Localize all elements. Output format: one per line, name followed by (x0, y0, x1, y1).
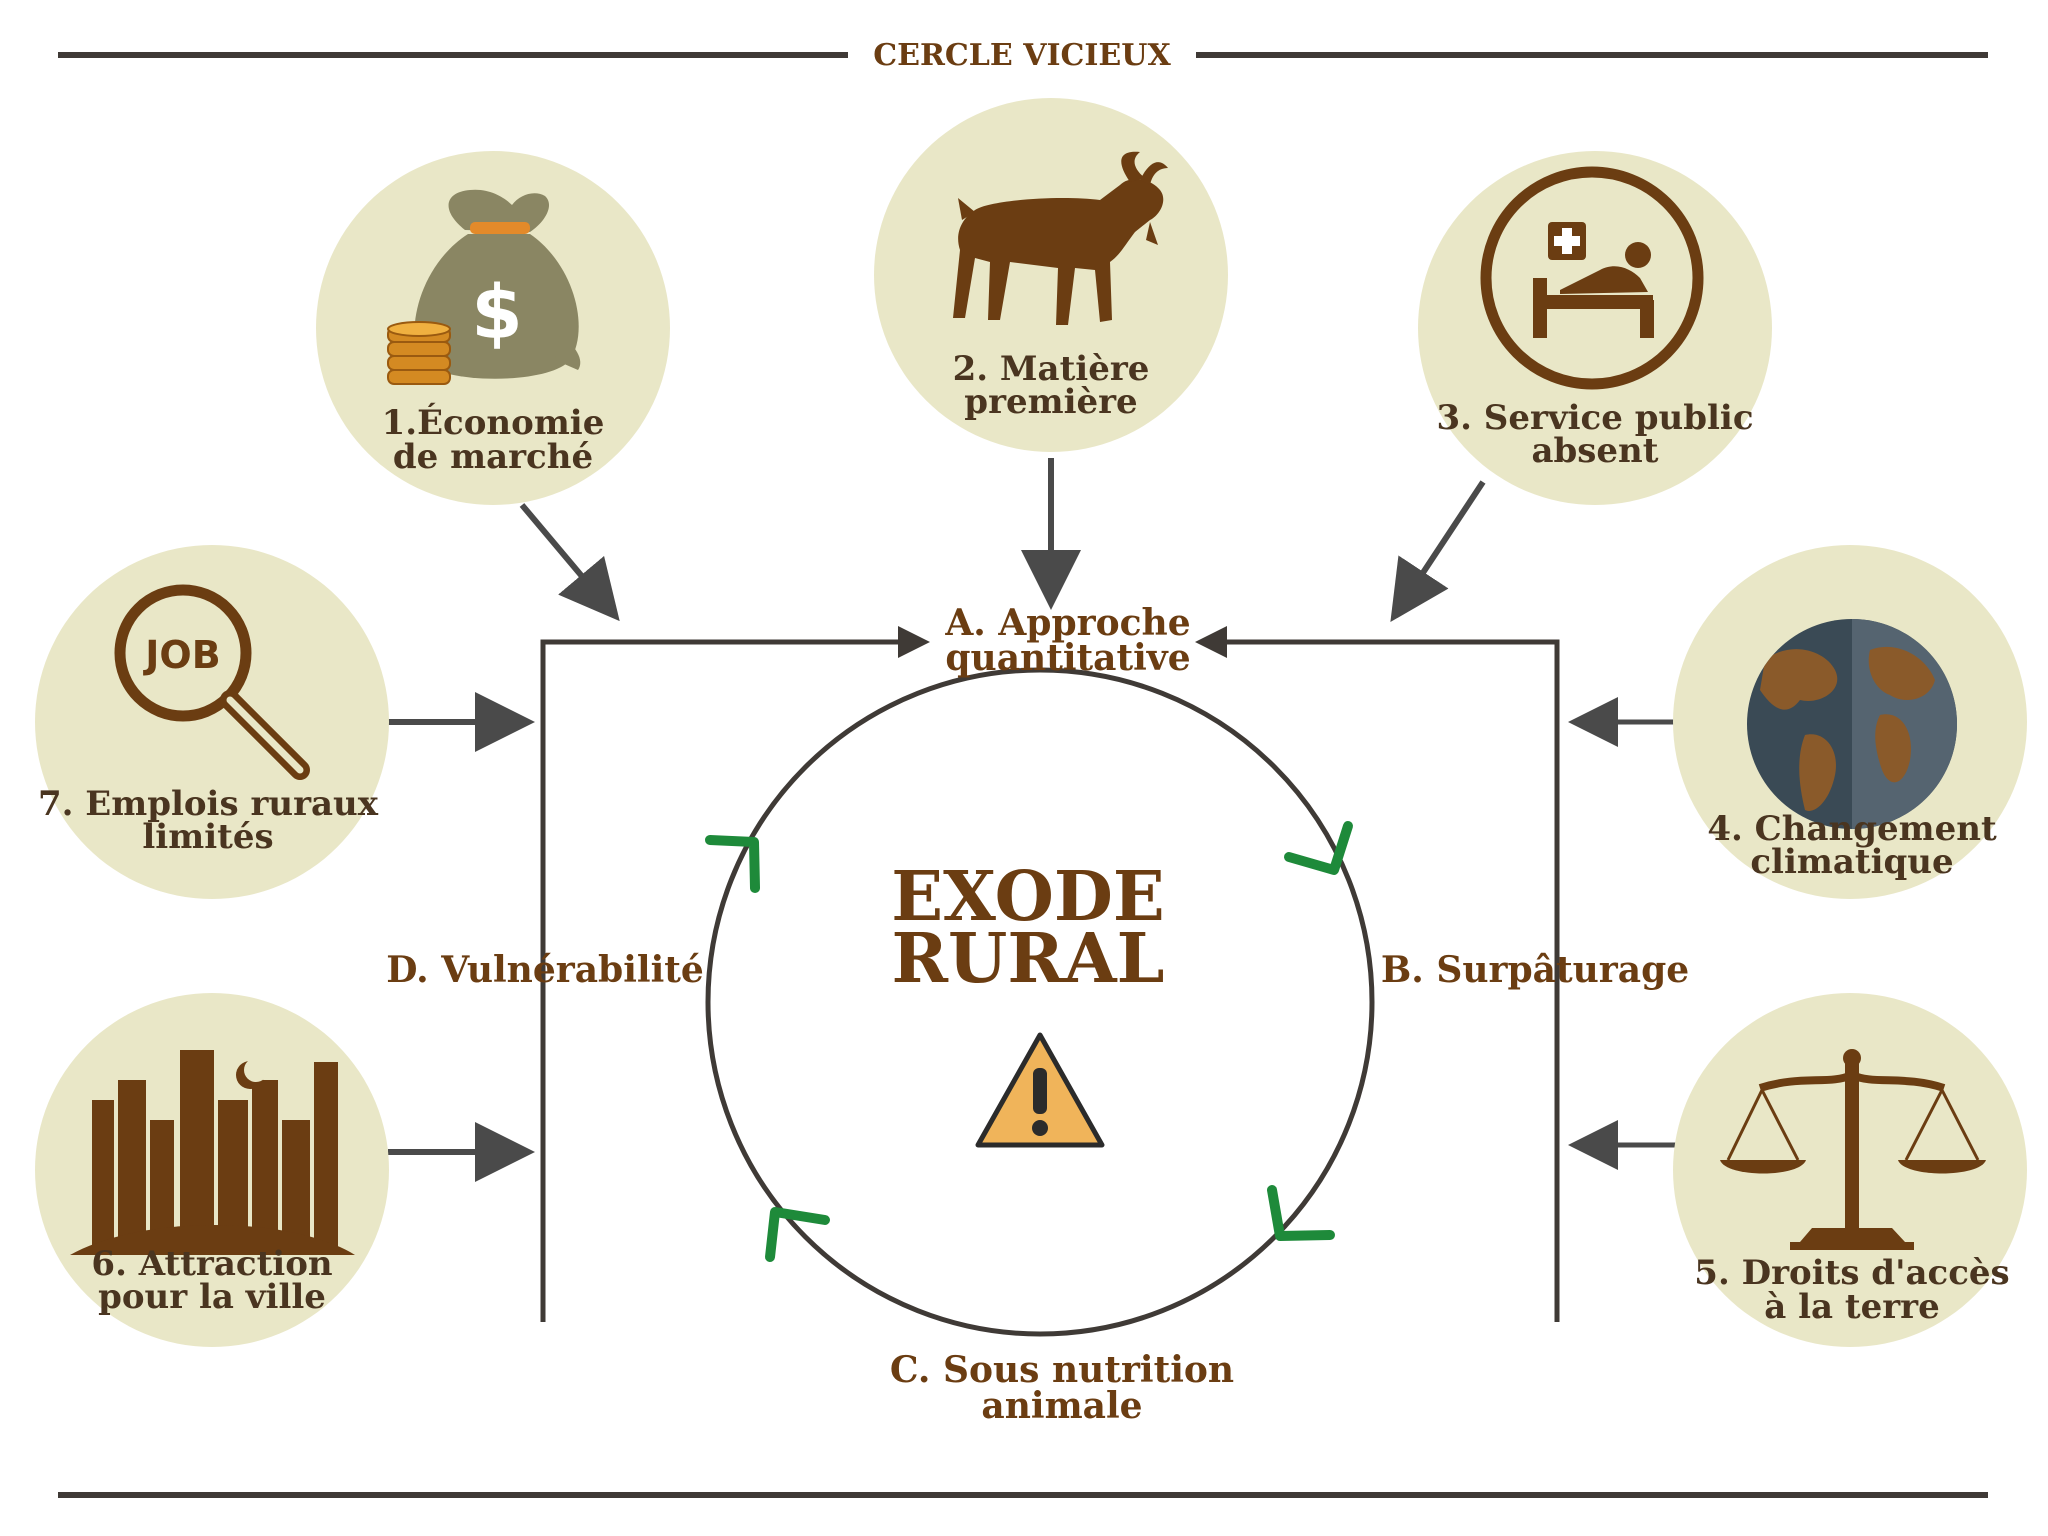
right-bracket-line (1220, 639, 1560, 1322)
central-cycle-circle (705, 667, 1375, 1337)
factor-3-label-line2: absent (1531, 431, 1658, 471)
cycle-label-d: D. Vulnérabilité (386, 949, 704, 991)
left-bracket-line (540, 639, 905, 1322)
header-title: CERCLE VICIEUX (873, 38, 1171, 73)
coin-stack (387, 321, 451, 385)
factor-5-label-line2: à la terre (1764, 1287, 1939, 1327)
factor-2-node: 2. Matière première (874, 98, 1228, 452)
factor-5-node: 5. Droits d'accès à la terre (1673, 993, 2027, 1347)
factor-3-label-line1: 3. Service public (1436, 398, 1753, 438)
factor-7-label-line1: 7. Emplois ruraux (38, 784, 379, 824)
factor-1-node: $ 1.Économie de marché (316, 151, 670, 505)
cycle-label-b: B. Surpâturage (1381, 949, 1689, 991)
goat-icon (953, 151, 1168, 325)
scales-icon (1720, 1049, 1986, 1250)
factor-7-node: JOB 7. Emplois ruraux limités (35, 545, 389, 899)
warning-icon (975, 1032, 1105, 1148)
factor-3-node: 3. Service public absent (1418, 151, 1772, 505)
cycle-arrow-top-left (705, 835, 760, 893)
center-title-line1: EXODE (891, 857, 1164, 937)
cycle-arrow-bottom-left (765, 1207, 830, 1262)
job-search-icon: JOB (114, 584, 310, 780)
factor-1-label-line1: 1.Économie (382, 402, 605, 443)
cycle-arrow-top-right (1284, 821, 1353, 875)
factor-6-label-line2: pour la ville (98, 1277, 326, 1317)
money-bag-icon: $ (387, 189, 581, 385)
cycle-label-a-line2: quantitative (945, 637, 1190, 679)
job-badge: JOB (142, 633, 220, 677)
arrowhead-left-to-a (898, 626, 930, 658)
svg-text:$: $ (471, 270, 523, 356)
factor-2-label-line1: 2. Matière (953, 349, 1150, 389)
factor-2-label-line2: première (964, 382, 1137, 422)
factor-4-label-line2: climatique (1750, 842, 1953, 882)
arrow-factor-3 (1390, 480, 1486, 623)
arrowhead-right-to-a (1195, 626, 1227, 658)
factor-1-label-line2: de marché (393, 437, 593, 477)
factor-6-label-line1: 6. Attraction (91, 1244, 332, 1284)
cycle-arrow-bottom-right (1267, 1185, 1335, 1241)
arrow-factor-1 (519, 503, 620, 622)
factor-4-label-line1: 4. Changement (1707, 809, 1997, 849)
city-skyline-icon (70, 1050, 355, 1255)
factor-4-node: 4. Changement climatique (1673, 545, 2027, 899)
cycle-label-c-line2: animale (981, 1385, 1142, 1427)
factor-5-label-line1: 5. Droits d'accès (1694, 1253, 2009, 1293)
hospital-bed-icon (1480, 166, 1704, 390)
cycle-label-a-line1: A. Approche (944, 602, 1190, 644)
factor-6-node: 6. Attraction pour la ville (35, 993, 389, 1347)
factor-7-label-line2: limités (142, 817, 273, 857)
center-title-line2: RURAL (892, 919, 1165, 999)
cycle-label-c-line1: C. Sous nutrition (890, 1349, 1234, 1391)
